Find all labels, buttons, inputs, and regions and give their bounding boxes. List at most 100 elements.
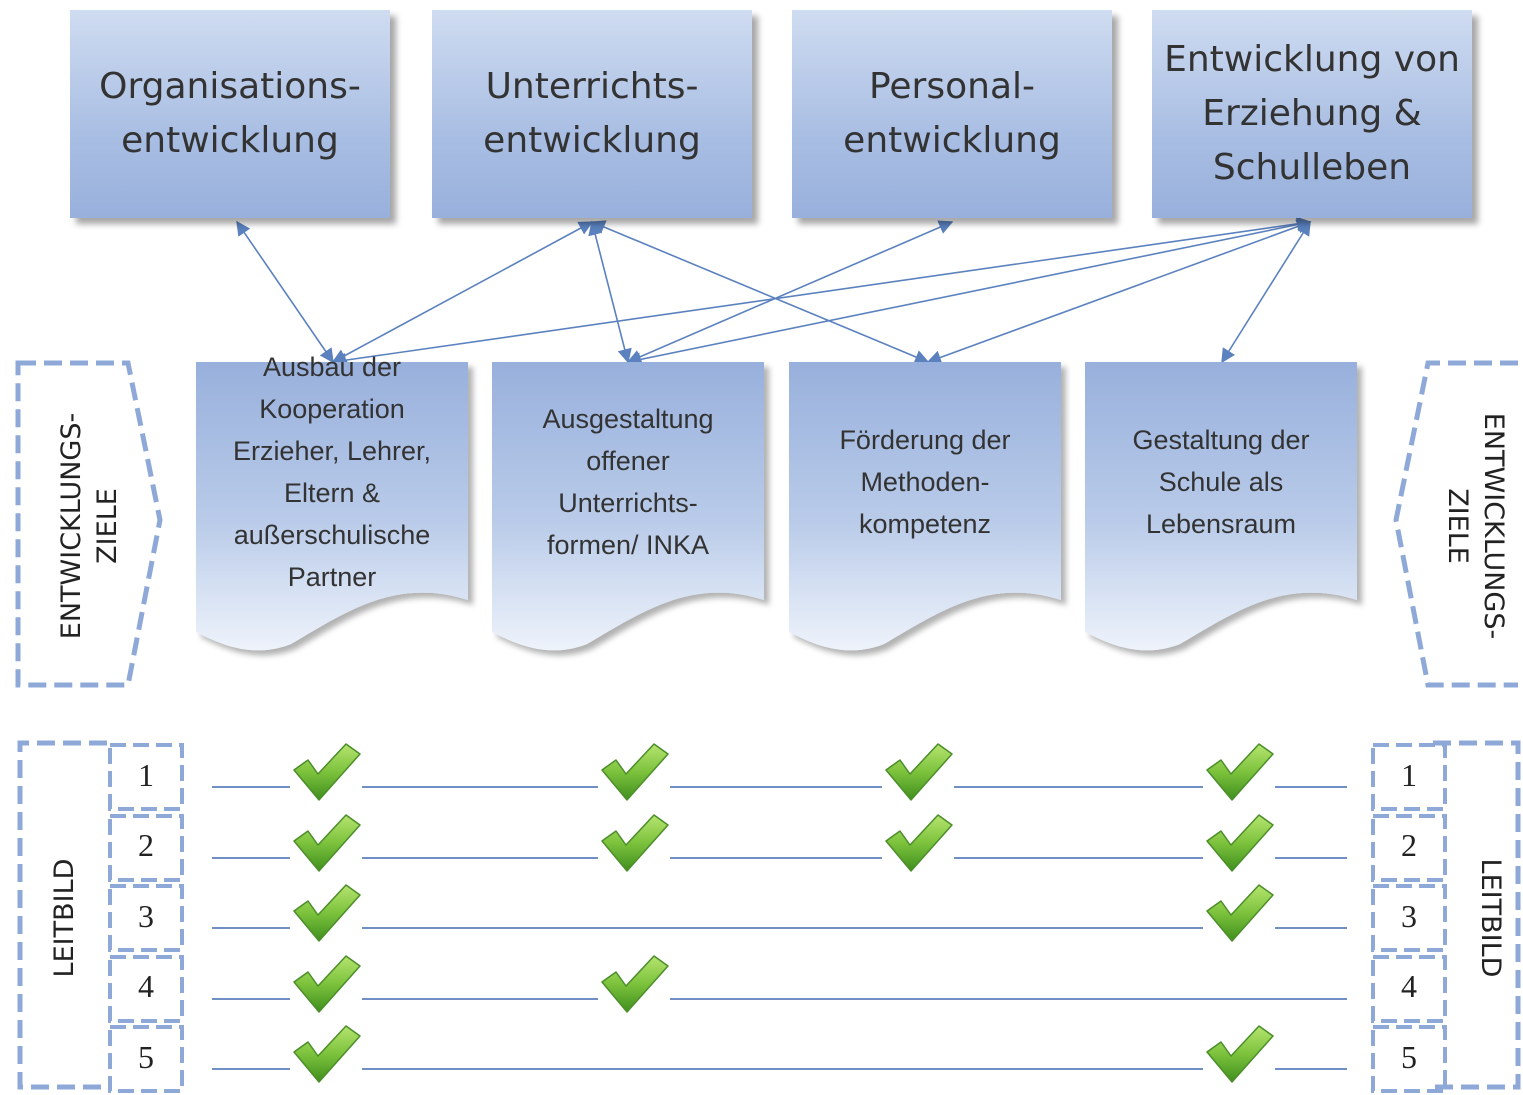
document-shape <box>492 362 764 651</box>
number-box-frame <box>1371 1025 1447 1093</box>
mission-number-text: 2 <box>138 827 154 863</box>
mission-number-right: 5 <box>1370 1024 1448 1093</box>
goals-side-label-right: ENTWICKLUNGS- ZIELE <box>1439 396 1511 656</box>
document-shape <box>789 362 1061 651</box>
checkmark-icon <box>290 951 362 1014</box>
goal-cooperation: Ausbau der Kooperation Erzieher, Lehrer,… <box>196 352 468 654</box>
goal-line: Erzieher, Lehrer, <box>232 436 432 466</box>
goal-line: Unterrichts- <box>558 488 698 518</box>
checkmark-icon <box>1203 1022 1275 1084</box>
checkmark-icon <box>290 810 362 873</box>
goal-school-living-space: Gestaltung der Schule als Lebensraum <box>1085 362 1357 654</box>
checkmark-icon <box>290 740 362 802</box>
mission-row-line <box>212 856 1347 859</box>
mission-side-label-left: LEITBILD <box>47 813 83 1023</box>
mission-number-text: 5 <box>138 1038 154 1075</box>
mission-row-line <box>212 927 1347 929</box>
focus-area-label: Erziehung & <box>1202 93 1422 134</box>
focus-area-label: Organisations- <box>99 66 361 107</box>
checkmark-icon <box>882 810 954 873</box>
goal-line: Lebensraum <box>1145 509 1297 539</box>
connection-arrow <box>588 220 632 364</box>
mission-side-frame-right <box>1433 740 1521 1090</box>
checkmark-icon <box>1203 881 1275 943</box>
number-box-frame <box>1371 954 1447 1023</box>
mission-number-text: 2 <box>1401 827 1417 863</box>
connection-arrow <box>1221 220 1311 364</box>
mission-number-text: 5 <box>1401 1038 1417 1075</box>
connection-arrow <box>331 221 594 363</box>
number-box-frame <box>108 884 184 952</box>
checkmark-icon <box>290 1022 362 1084</box>
focus-area-personnel: Personal- entwicklung <box>792 10 1112 218</box>
goal-line: Förderung der <box>839 425 1011 455</box>
number-box-frame <box>108 1025 184 1093</box>
goal-line: Methoden- <box>860 467 990 497</box>
goal-line: formen/ INKA <box>546 530 710 560</box>
focus-area-label: Schulleben <box>1212 147 1412 188</box>
checkmark-icon <box>598 810 670 873</box>
connection-arrow <box>626 217 1312 367</box>
number-box-frame <box>108 743 184 811</box>
connection-arrow <box>331 216 1312 368</box>
mission-number-left: 4 <box>107 954 185 1023</box>
number-box-frame <box>108 813 184 882</box>
document-shape <box>196 362 468 651</box>
goal-open-teaching: Ausgestaltung offener Unterrichts- forme… <box>492 362 764 654</box>
mission-number-text: 4 <box>1401 968 1417 1004</box>
goal-text: Förderung der Methoden- kompetenz <box>797 362 1053 602</box>
goals-side-label-left: ENTWICKLUNGS- ZIELE <box>54 396 126 656</box>
mission-number-text: 3 <box>1401 897 1417 934</box>
goals-label-line: ENTWICKLUNGS- <box>1478 412 1509 640</box>
mission-number-right: 1 <box>1370 742 1448 811</box>
goal-text: Ausbau der Kooperation Erzieher, Lehrer,… <box>204 352 460 592</box>
goal-line: kompetenz <box>858 509 992 539</box>
goal-text: Ausgestaltung offener Unterrichts- forme… <box>500 362 756 602</box>
mission-label: LEITBILD <box>49 858 80 978</box>
mission-number-left: 5 <box>107 1024 185 1093</box>
mission-side-label-right: LEITBILD <box>1472 813 1508 1023</box>
goal-line: Ausgestaltung <box>542 404 714 434</box>
connection-arrow <box>590 220 930 364</box>
goal-line: Gestaltung der <box>1132 425 1310 455</box>
document-shape <box>1085 362 1357 651</box>
goals-label-line: ENTWICKLUNGS- <box>56 412 87 640</box>
goal-line: Partner <box>287 562 377 592</box>
goal-line: Schule als <box>1158 467 1284 497</box>
mission-number-left: 2 <box>107 813 185 882</box>
mission-label: LEITBILD <box>1475 858 1506 978</box>
mission-side-frame-left <box>17 740 107 1090</box>
goal-text: Gestaltung der Schule als Lebensraum <box>1093 362 1349 602</box>
goals-side-frame-right <box>1393 360 1518 688</box>
focus-area-label: Entwicklung von <box>1164 39 1460 80</box>
number-box-frame <box>1371 884 1447 952</box>
mission-number-text: 3 <box>138 897 154 934</box>
number-box-frame <box>1371 743 1447 811</box>
checkmark-icon <box>598 740 670 802</box>
mission-number-text: 4 <box>138 968 154 1004</box>
goal-line: Ausbau der <box>262 352 402 382</box>
mission-number-right: 3 <box>1370 883 1448 952</box>
connection-arrow <box>236 220 334 364</box>
connection-arrow <box>926 219 1312 365</box>
goal-line: offener <box>586 446 670 476</box>
mission-row-line <box>212 786 1347 788</box>
mission-number-right: 2 <box>1370 813 1448 882</box>
connection-arrow <box>626 220 954 364</box>
goal-line: Eltern & <box>283 478 381 508</box>
focus-area-organisation: Organisations- entwicklung <box>70 10 390 218</box>
mission-number-text: 1 <box>1401 756 1417 793</box>
focus-area-education-school-life: Entwicklung von Erziehung & Schulleben <box>1152 10 1472 218</box>
checkmark-icon <box>290 881 362 943</box>
goals-label-line: ZIELE <box>1442 488 1473 564</box>
number-box-frame <box>108 954 184 1023</box>
focus-area-label: entwicklung <box>121 120 339 161</box>
focus-area-label: Personal- <box>868 66 1036 107</box>
mission-number-right: 4 <box>1370 954 1448 1023</box>
checkmark-icon <box>1203 740 1275 802</box>
goals-side-frame-left <box>15 360 163 688</box>
mission-number-text: 1 <box>138 756 154 793</box>
goal-method-competence: Förderung der Methoden- kompetenz <box>789 362 1061 654</box>
